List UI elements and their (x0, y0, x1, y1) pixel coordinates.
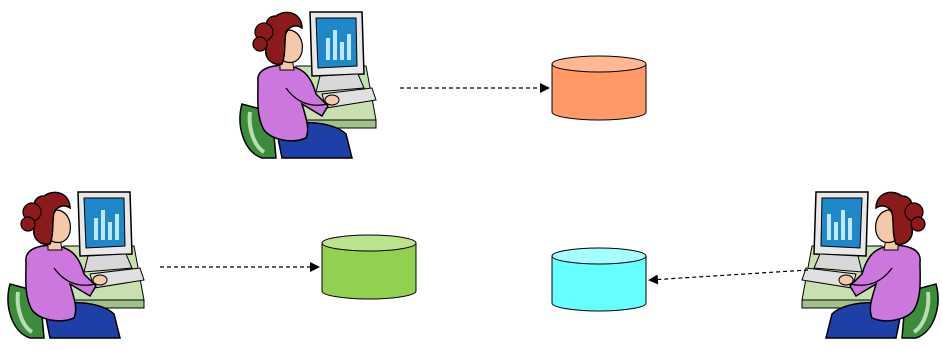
user-right-computer-icon (800, 190, 940, 340)
database-right-icon (551, 247, 647, 312)
user-left-computer-icon (6, 190, 146, 340)
connector-right-arrow (648, 269, 809, 285)
database-middle-icon (321, 234, 417, 300)
database-top-icon (551, 55, 647, 121)
user-top-computer-icon (238, 10, 378, 160)
